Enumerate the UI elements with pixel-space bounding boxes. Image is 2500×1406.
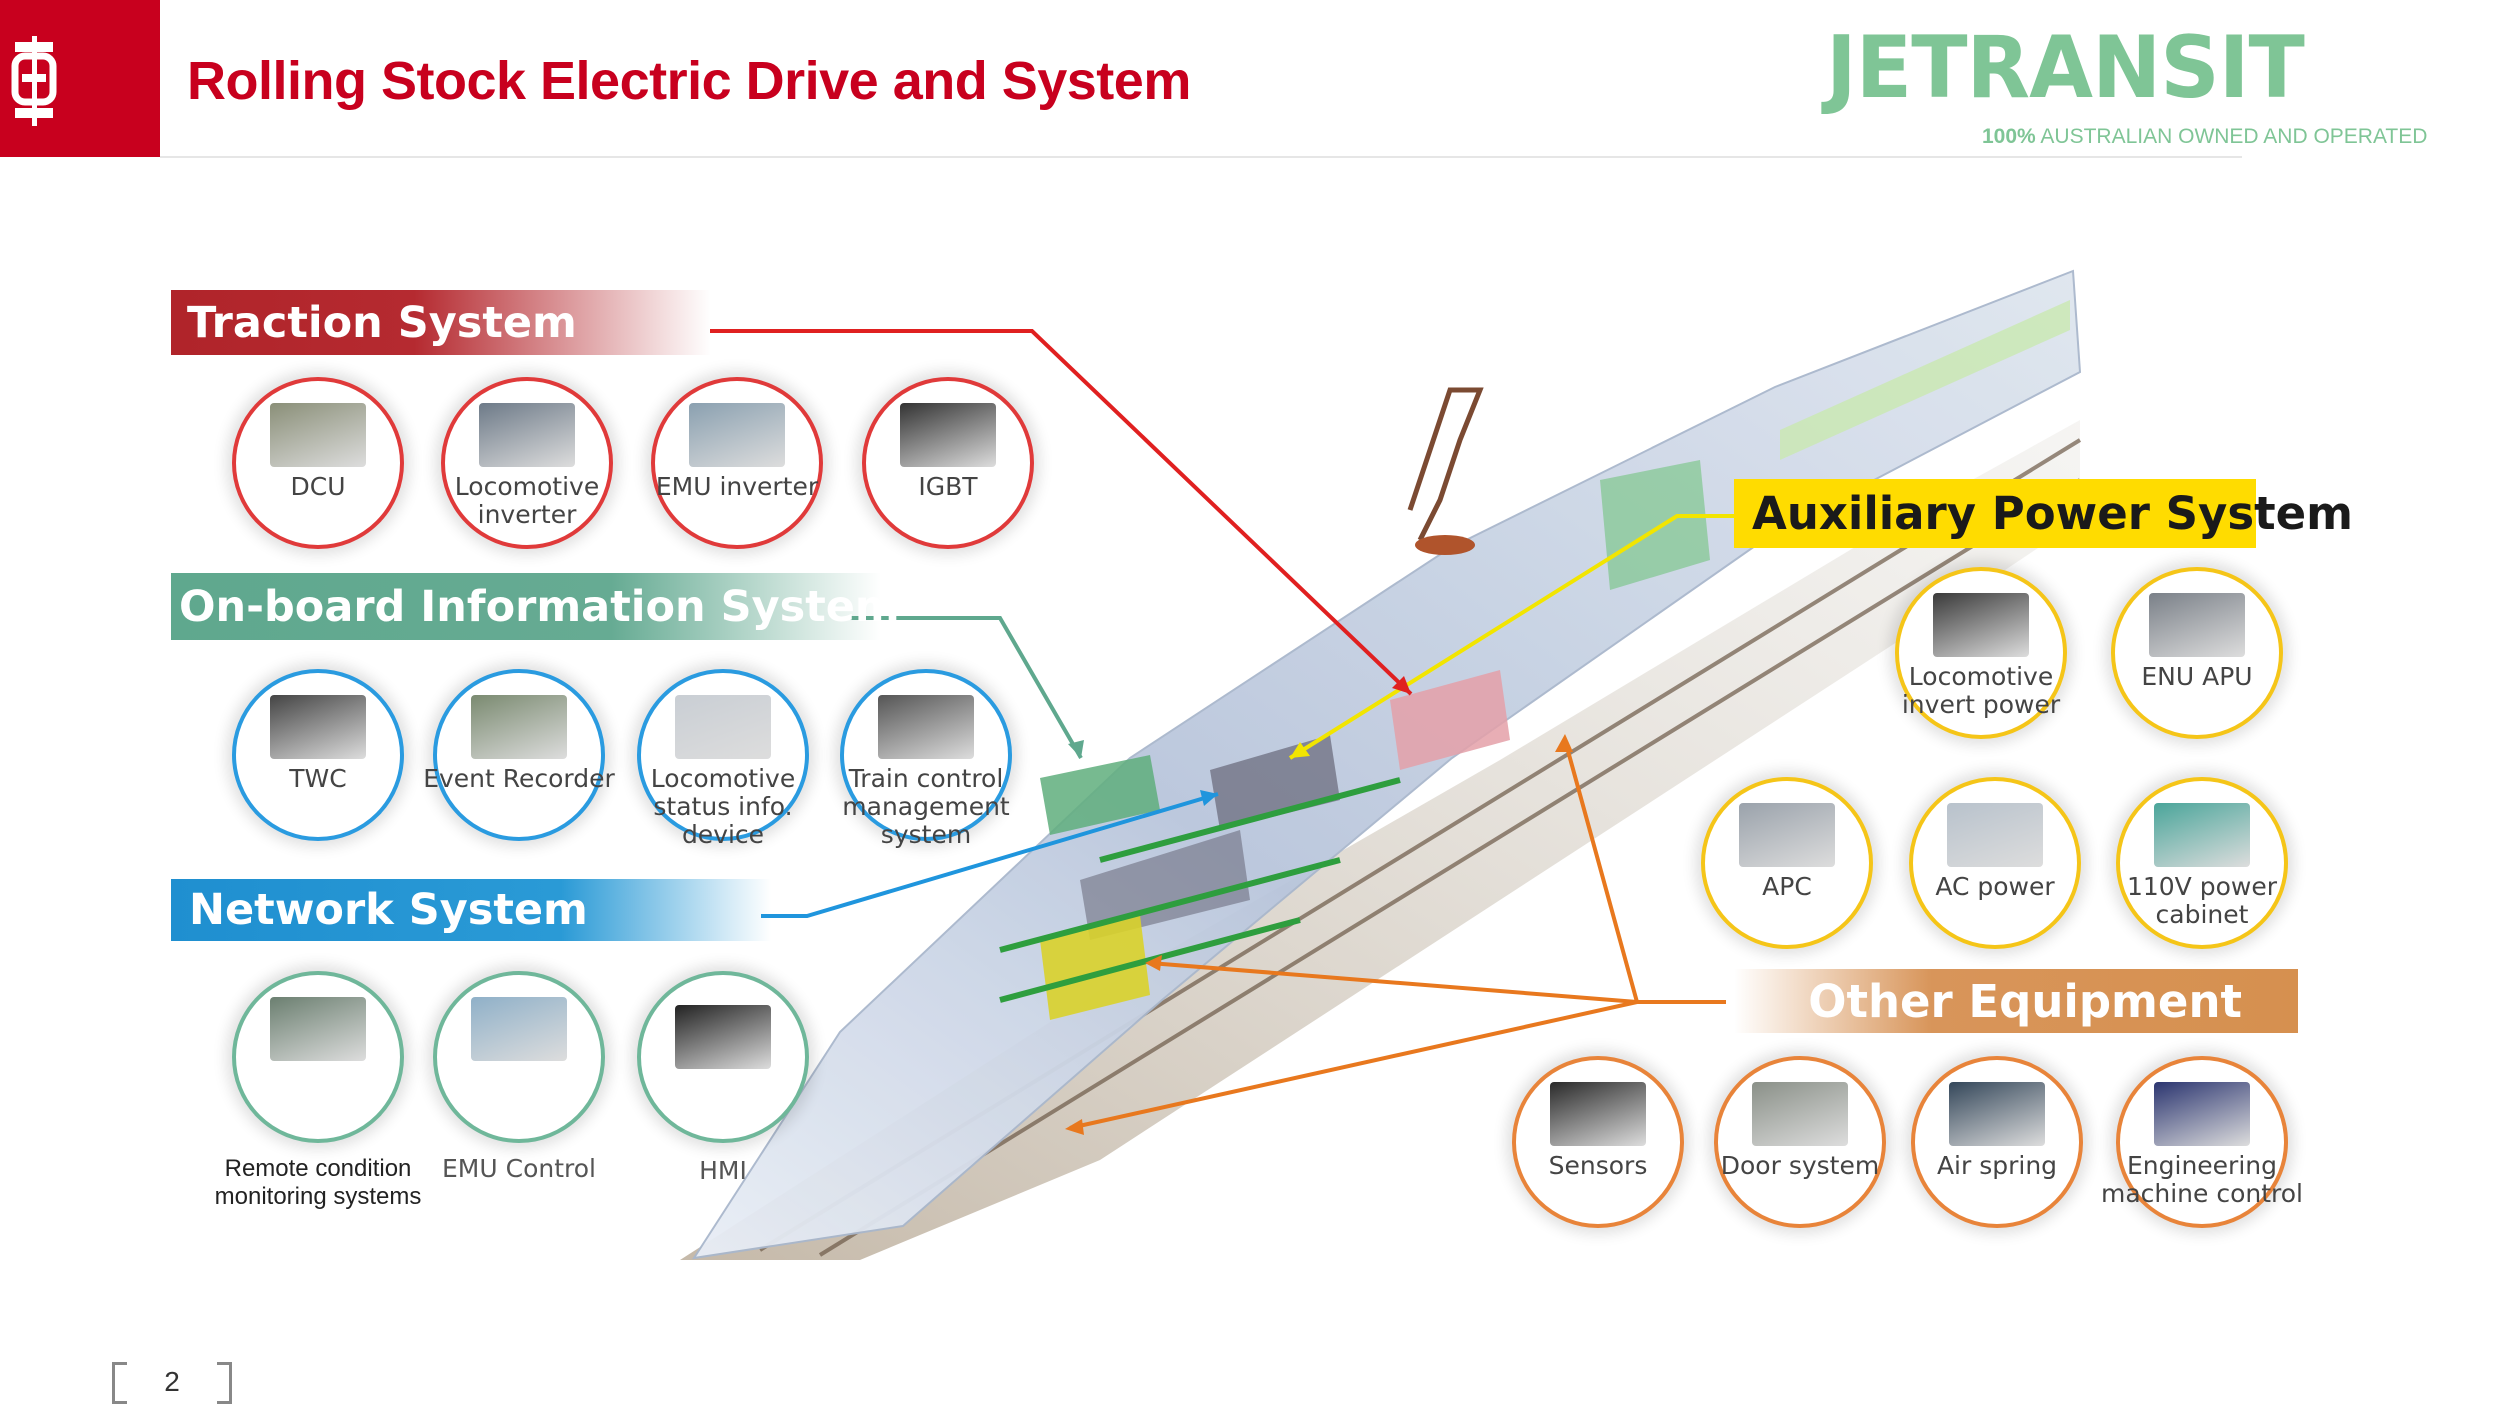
product-label: EMU inverter (655, 472, 819, 501)
product-item-event-recorder: Event Recorder (423, 669, 615, 841)
product-image-icon (479, 403, 575, 467)
product-image-icon (1947, 803, 2043, 867)
product-image-icon (689, 403, 785, 467)
page-number: 2 (164, 1366, 180, 1397)
info-connector (847, 616, 1083, 760)
brand-tagline: 100% AUSTRALIAN OWNED AND OPERATED (1982, 125, 2427, 149)
product-image-icon (270, 695, 366, 759)
product-item-110v-power-cabinet: 110V power cabinet (2116, 777, 2288, 949)
product-label: Engineering machine control (2100, 1151, 2304, 1208)
product-label: TWC (289, 764, 347, 793)
product-image-icon (1949, 1082, 2045, 1146)
product-label: Remote condition monitoring systems (214, 1155, 422, 1210)
page-title: Rolling Stock Electric Drive and System (187, 51, 1191, 111)
product-item-locomotive-invert-power: Locomotive invert power (1895, 567, 2067, 739)
product-label: ENU APU (2141, 662, 2253, 691)
product-image-icon (270, 997, 366, 1061)
product-item-enu-apu: ENU APU (2111, 567, 2283, 739)
product-image-icon (2154, 1082, 2250, 1146)
product-image-icon (2154, 803, 2250, 867)
product-image-icon (2149, 593, 2245, 657)
onboard-information-banner: On-board Information System (171, 573, 900, 640)
auxiliary-connector (1288, 514, 1734, 760)
product-image-icon (1739, 803, 1835, 867)
product-item-locomotive-inverter: Locomotive inverter (441, 377, 613, 549)
pantograph (1407, 387, 1484, 555)
product-label: Door system (1720, 1151, 1880, 1180)
product-item-igbt: IGBT (862, 377, 1034, 549)
product-item-locomotive-status-info-device: Locomotive status info. device (637, 669, 809, 849)
product-item-train-control-management-system: Train control management system (840, 669, 1012, 849)
product-image-icon (675, 695, 771, 759)
railway-emblem-icon (11, 36, 57, 126)
product-image-icon (270, 403, 366, 467)
network-system-banner: Network System (171, 879, 771, 941)
company-logo (0, 0, 160, 157)
internal-equipment (999, 460, 1710, 1020)
product-label: Train control management system (842, 764, 1010, 849)
product-item-dcu: DCU (232, 377, 404, 549)
product-label: DCU (290, 472, 346, 501)
product-item-remote-condition-monitoring-systems (232, 971, 404, 1143)
product-item-apc: APC (1701, 777, 1873, 949)
other-equipment-banner: Other Equipment (1734, 969, 2298, 1033)
product-item-door-system: Door system (1714, 1056, 1886, 1228)
product-image-icon (675, 1005, 771, 1069)
traction-system-banner: Traction System (171, 290, 711, 355)
product-item-air-spring: Air spring (1911, 1056, 2083, 1228)
product-label: APC (1762, 872, 1812, 901)
product-image-icon (471, 997, 567, 1061)
auxiliary-power-banner: Auxiliary Power System (1734, 479, 2353, 548)
arrow-heads (1065, 676, 1573, 1135)
product-image-icon (1752, 1082, 1848, 1146)
product-label: EMU Control (442, 1154, 596, 1183)
product-label: Locomotive inverter (454, 472, 600, 529)
product-image-icon (900, 403, 996, 467)
page-indicator: 2 (112, 1362, 232, 1404)
product-label: AC power (1935, 872, 2055, 901)
product-item-twc: TWC (232, 669, 404, 841)
product-label: Locomotive invert power (1901, 662, 2061, 719)
product-label: Sensors (1548, 1151, 1648, 1180)
product-label: Air spring (1936, 1151, 2058, 1180)
product-item-hmi (637, 971, 809, 1143)
product-item-emu-control (433, 971, 605, 1143)
network-connector (761, 792, 1219, 918)
traction-connector (710, 329, 1413, 696)
product-image-icon (1550, 1082, 1646, 1146)
product-label: IGBT (918, 472, 978, 501)
left-bracket (112, 1362, 127, 1404)
product-image-icon (1933, 593, 2029, 657)
connector-lines (710, 329, 1734, 1130)
tagline-text: AUSTRALIAN OWNED AND OPERATED (2040, 125, 2428, 148)
product-item-ac-power: AC power (1909, 777, 2081, 949)
product-label: 110V power cabinet (2126, 872, 2278, 929)
product-image-icon (878, 695, 974, 759)
product-label: Event Recorder (423, 764, 615, 793)
train-windows (1780, 300, 2070, 460)
product-label: HMI (699, 1156, 747, 1185)
right-bracket (217, 1362, 232, 1404)
product-item-emu-inverter: EMU inverter (651, 377, 823, 549)
product-item-engineering-machine-control: Engineering machine control (2101, 1056, 2303, 1228)
tagline-bold: 100% (1982, 125, 2036, 148)
header-divider (160, 156, 2242, 158)
product-image-icon (471, 695, 567, 759)
product-label: Locomotive status info. device (650, 764, 796, 849)
product-item-sensors: Sensors (1512, 1056, 1684, 1228)
